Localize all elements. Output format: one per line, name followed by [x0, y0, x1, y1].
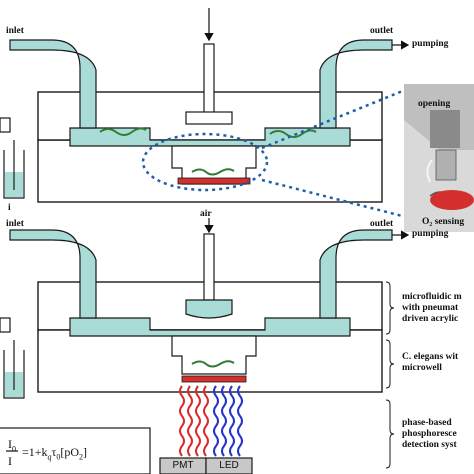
equation-numerator: I0 [8, 438, 16, 453]
top-inlet-label: inlet [6, 26, 24, 36]
bottom-air-line [203, 233, 215, 301]
side-line: C. elegans wit [402, 352, 459, 362]
top-outlet-label: outlet [370, 26, 394, 36]
bottom-fluid-channel [69, 317, 351, 337]
led-label: LED [219, 460, 239, 471]
side-line: driven acrylic [402, 314, 459, 324]
bottom-valve [185, 299, 233, 319]
top-inlet-tube [9, 39, 97, 129]
bottom-inlet-tube [9, 229, 97, 319]
equation-box [0, 427, 151, 474]
bottom-vial [3, 350, 25, 399]
bottom-outlet-label: outlet [370, 219, 394, 229]
bottom-device [0, 218, 410, 469]
inset-photo [404, 84, 474, 232]
bottom-left-box [0, 317, 11, 333]
red-wave [179, 385, 185, 457]
pmt-label: PMT [172, 460, 194, 471]
blue-wave [221, 385, 227, 457]
blue-wave [237, 385, 243, 457]
worm [99, 127, 147, 136]
worm [269, 129, 317, 138]
red-wave [187, 385, 193, 457]
side-line: phosphoresce [402, 429, 457, 439]
top-pumping-label: pumping [412, 39, 449, 49]
callout-line-lower [261, 178, 411, 220]
callout-line-upper [261, 86, 411, 150]
eq-tau-sub: 0 [56, 452, 61, 462]
top-vial [3, 150, 25, 199]
side-label-celegans: C. elegans wit microwell [402, 352, 458, 374]
worm [191, 360, 235, 368]
side-label-microfluidic: microfluidic m with pneumat driven acryl… [402, 292, 462, 325]
brace-microfluidic [385, 281, 395, 335]
equation-denominator: I [8, 454, 12, 468]
top-outlet-tube [319, 39, 393, 129]
brace-phase [385, 399, 395, 469]
brace-celegans [385, 339, 395, 389]
bottom-sensor-strip [181, 375, 247, 383]
red-wave [203, 385, 209, 457]
side-line: detection syst [402, 440, 457, 450]
top-fluid-channel [69, 127, 351, 147]
light-waves [179, 385, 243, 457]
top-left-box [0, 117, 11, 133]
eq-bracket: [pO [60, 445, 80, 459]
equation-rhs: =1+kqτ0[pO2] [22, 446, 87, 461]
blue-wave [213, 385, 219, 457]
blue-wave [229, 385, 235, 457]
bottom-inlet-label: inlet [6, 219, 24, 229]
eq-o2-sub: 2 [79, 452, 84, 462]
side-line: with pneumat [402, 303, 459, 313]
eq-i0: I [8, 437, 12, 451]
bottom-outlet-tube [319, 229, 393, 319]
side-line: microwell [402, 363, 442, 373]
eq-kq-sub: q [47, 452, 52, 462]
red-wave [195, 385, 201, 457]
side-line: microfluidic m [402, 292, 462, 302]
side-line: phase-based [402, 418, 452, 428]
side-label-phase: phase-based phosphoresce detection syst [402, 418, 457, 451]
bottom-pumping-label: pumping [412, 229, 449, 239]
eq-rhs: =1+k [22, 445, 48, 459]
top-valve [185, 111, 233, 125]
worm [191, 168, 235, 176]
top-air-line [203, 43, 215, 115]
bottom-air-label: air [200, 209, 212, 219]
top-device [0, 8, 411, 220]
inset-opening-label: opening [418, 99, 451, 109]
inset-sensing-label: O₂ sensing [422, 217, 465, 227]
led-box [205, 457, 253, 474]
eq-i0-sub: 0 [12, 444, 16, 454]
top-sensor-strip [177, 177, 251, 185]
top-vial-label: i [8, 203, 11, 213]
callout-ellipse [141, 132, 269, 192]
eq-tau: τ [51, 445, 57, 459]
bottom-microwell [171, 335, 257, 375]
eq-close: ] [83, 445, 88, 459]
